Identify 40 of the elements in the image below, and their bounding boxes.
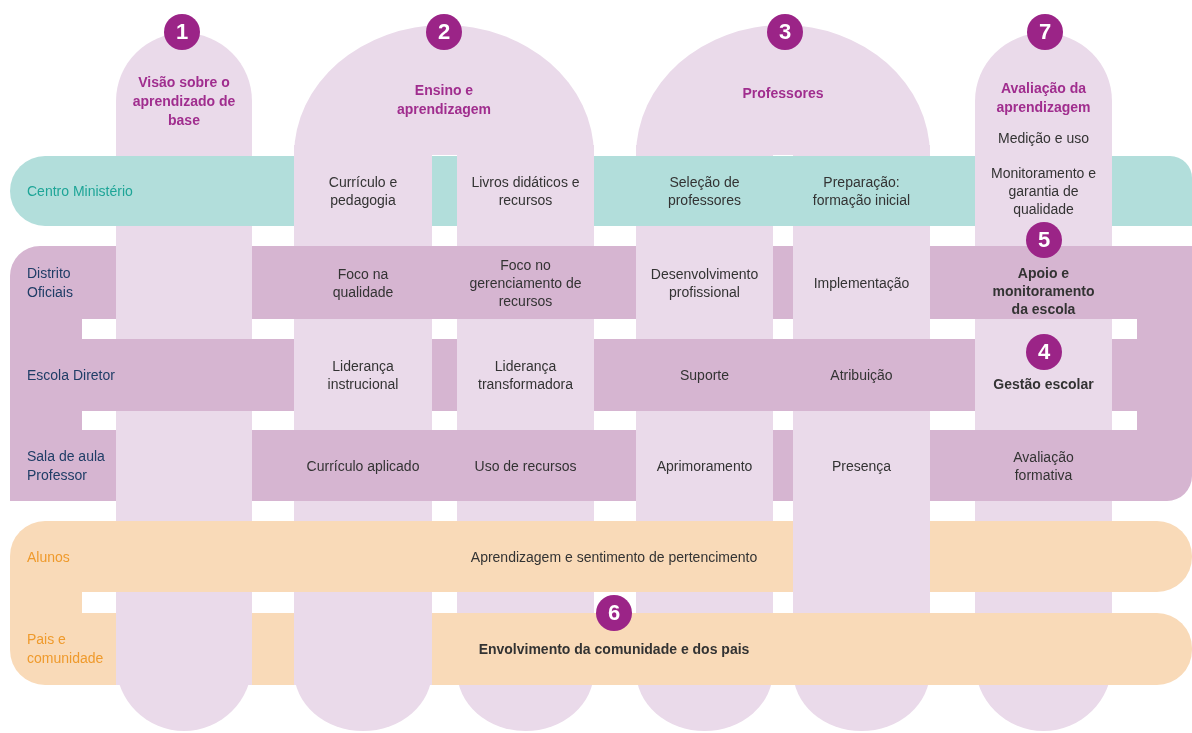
cell-text: Liderança transformadora <box>477 357 574 393</box>
cell-text: Implementação <box>813 273 910 292</box>
cell-text: Aprimoramento <box>656 456 753 475</box>
row-label: Alunos <box>27 547 71 566</box>
cell-text: Liderança instrucional <box>326 357 400 393</box>
row-label: Sala de aula Professor <box>27 446 106 485</box>
cell-text: Apoio e monitoramento da escola <box>991 264 1096 318</box>
cell-text: Suporte <box>679 366 729 384</box>
cell-text: Seleção de professores <box>666 173 743 209</box>
number-badge: 1 <box>164 14 200 50</box>
cell-text: Preparação: formação inicial <box>811 173 912 209</box>
cell-text: Atribuição <box>830 366 893 384</box>
row-label: Distrito Oficiais <box>27 263 74 302</box>
row-label: Centro Ministério <box>27 181 134 201</box>
row-text: Envolvimento da comunidade e dos pais <box>478 639 750 659</box>
cell-text: Uso de recursos <box>474 456 577 475</box>
column-heading: Avaliação da aprendizagem <box>995 79 1092 117</box>
cell-text: Presença <box>831 456 892 475</box>
column-heading: Professores <box>741 84 825 103</box>
column-text: Medição e uso <box>996 129 1091 148</box>
row-label: Pais e comunidade <box>27 630 105 668</box>
cell-text: Currículo aplicado <box>306 456 420 475</box>
cell-text: Foco na qualidade <box>331 264 395 301</box>
cell-text: Monitoramento e garantia de qualidade <box>989 164 1098 218</box>
row-label: Escola Diretor <box>27 365 116 385</box>
cell-text: Currículo e pedagogia <box>327 173 399 209</box>
number-badge: 7 <box>1027 14 1063 50</box>
column-heading: Ensino e aprendizagem <box>395 81 493 119</box>
cell-text: Foco no gerenciamento de recursos <box>468 255 583 310</box>
number-badge: 6 <box>596 595 632 631</box>
number-badge: 3 <box>767 14 803 50</box>
column-heading: Visão sobre o aprendizado de base <box>131 73 237 130</box>
row-band <box>10 156 1192 226</box>
row-text: Aprendizagem e sentimento de pertencimento <box>470 547 758 566</box>
cell-text: Desenvolvimento profissional <box>649 264 760 301</box>
number-badge: 2 <box>426 14 462 50</box>
cell-text: Avaliação formativa <box>1012 447 1075 484</box>
cell-text: Livros didáticos e recursos <box>470 173 581 209</box>
cell-text: Gestão escolar <box>993 375 1094 393</box>
row-band <box>10 339 1192 411</box>
